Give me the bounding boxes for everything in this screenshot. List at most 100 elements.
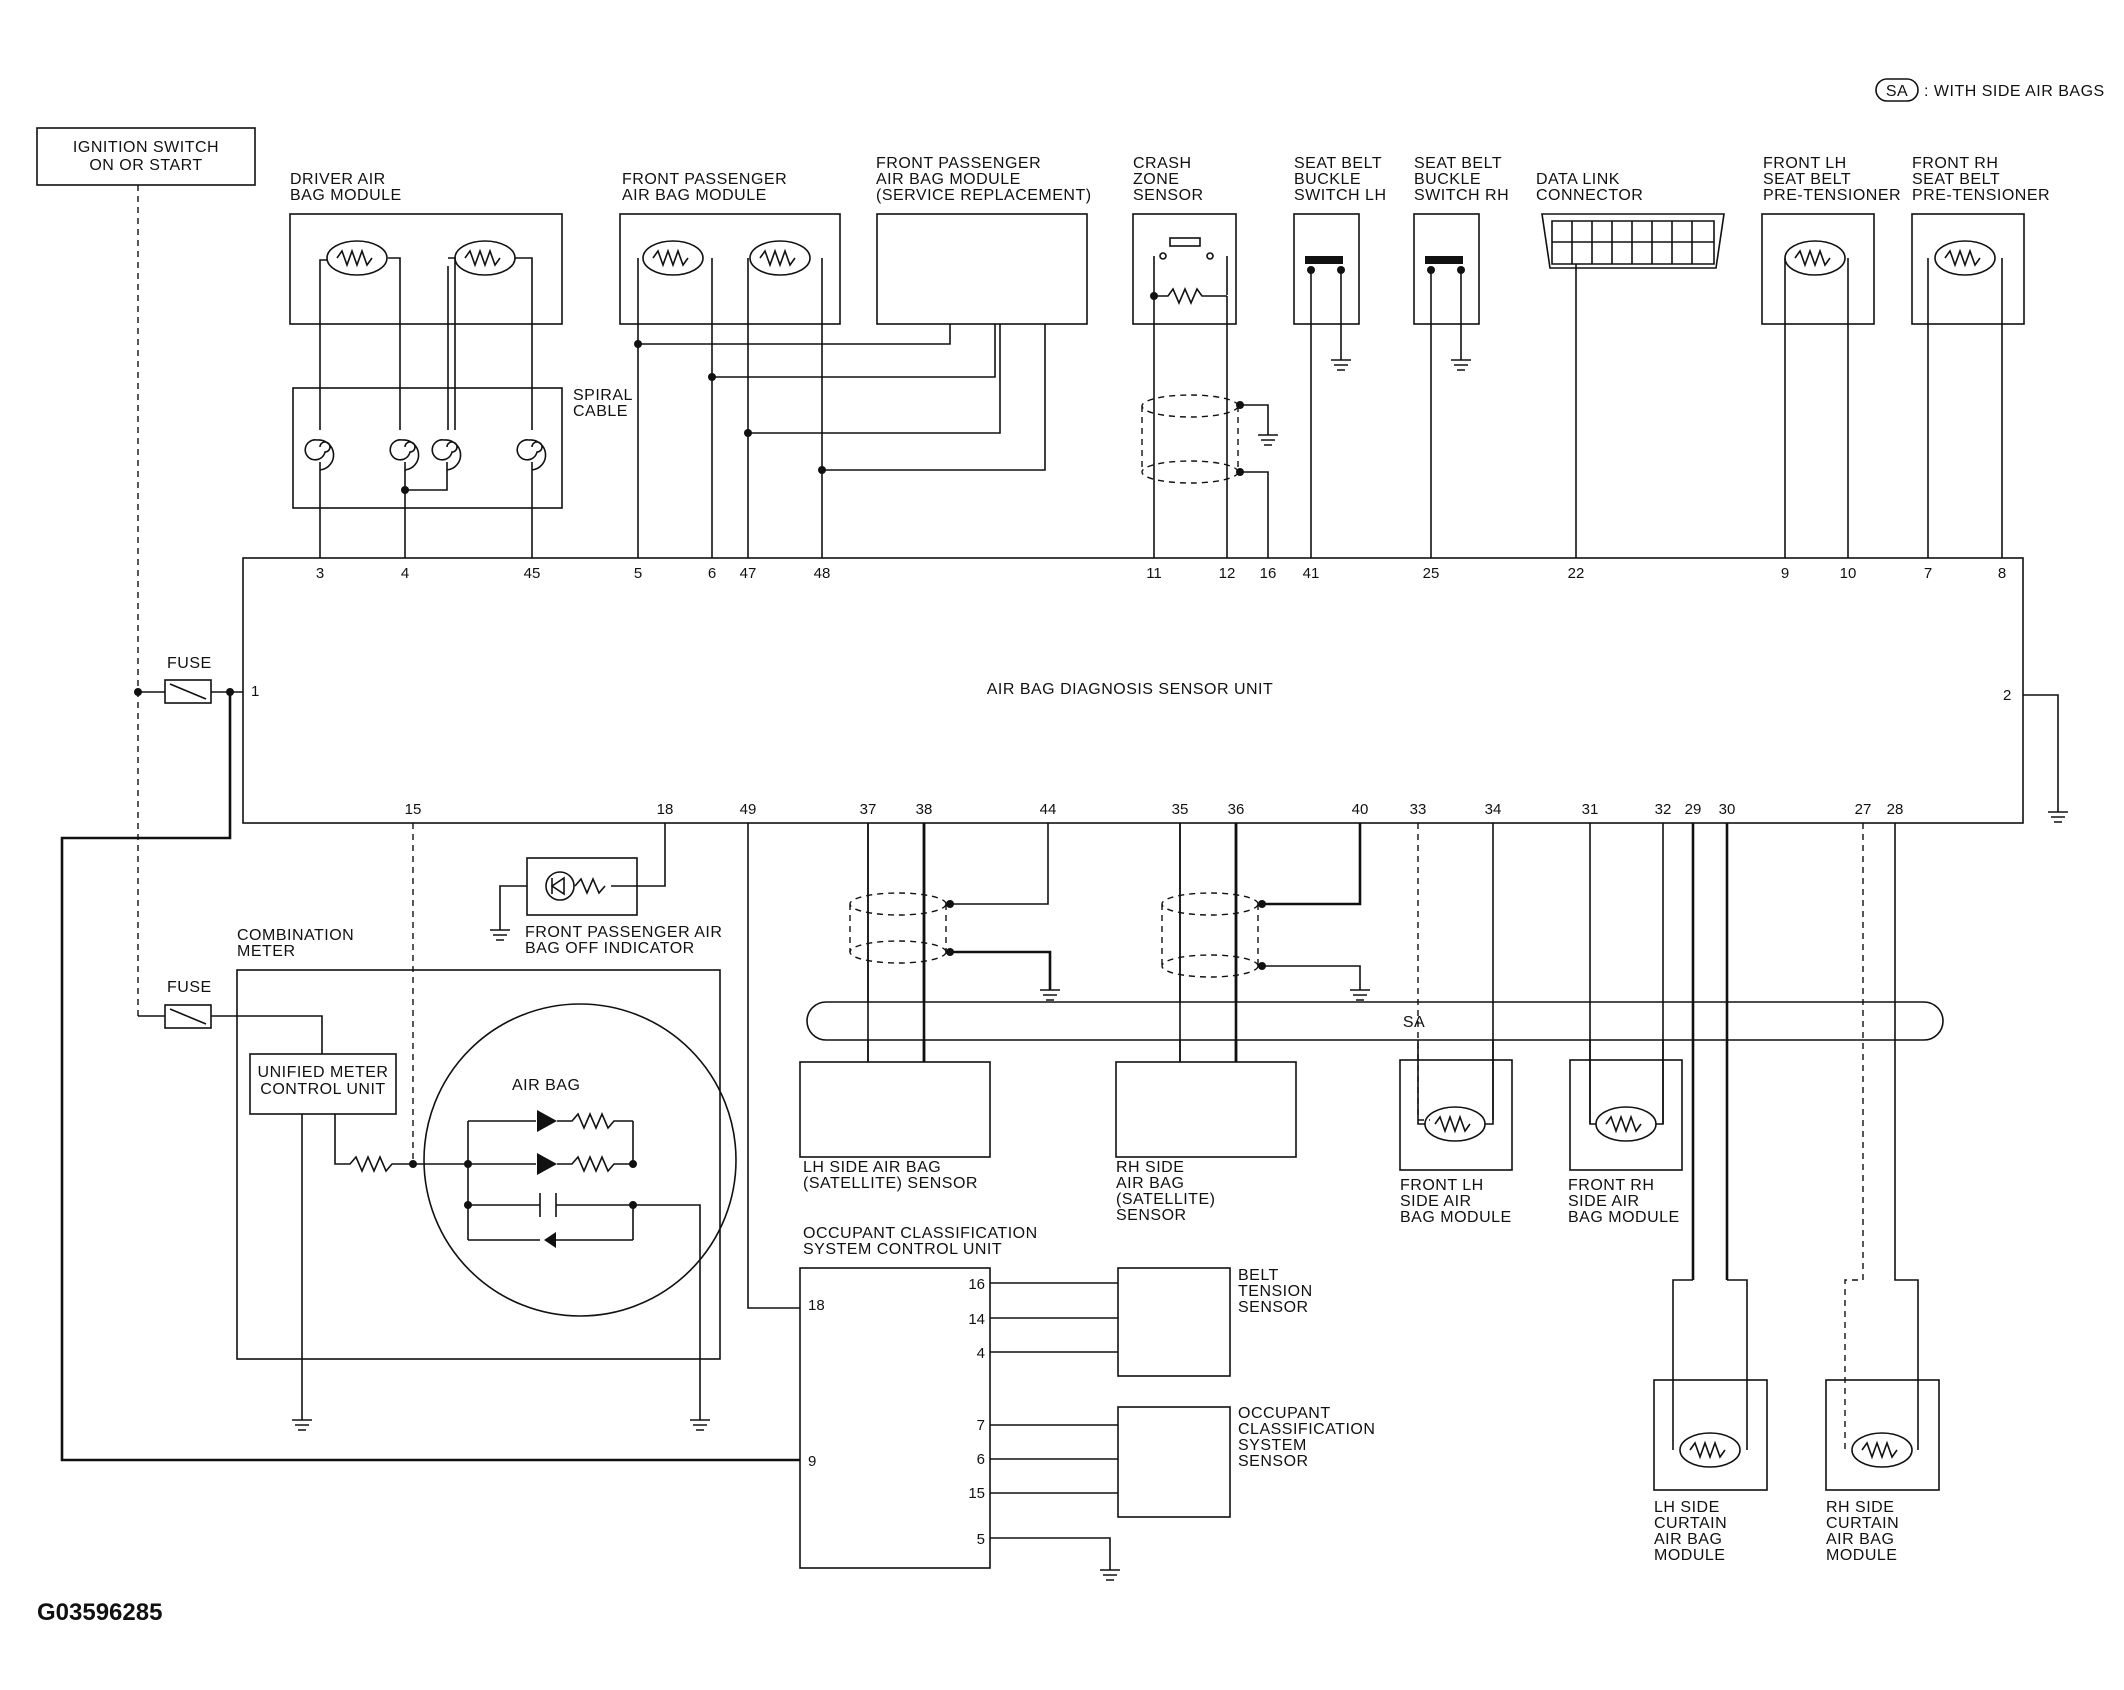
pin-label-15: 15 (405, 801, 422, 818)
wire-pin-33 (1417, 823, 1430, 1121)
ground-icon (2048, 811, 2068, 823)
diode-icon (537, 1153, 557, 1175)
squib-icon (1934, 240, 1996, 276)
ground-icon (1451, 359, 1471, 371)
belt-tension-label-2: TENSION (1238, 1283, 1313, 1300)
front-lh-side-air-bag-module: FRONT LH SIDE AIR BAG MODULE (1399, 1059, 1513, 1226)
pin-label-28: 28 (1887, 801, 1904, 818)
sensor-unit-label: AIR BAG DIAGNOSIS SENSOR UNIT (987, 681, 1274, 698)
wire (60, 692, 800, 1462)
blh-label-1: SEAT BELT (1294, 155, 1382, 172)
ocs-sensor-label-1: OCCUPANT (1238, 1405, 1331, 1422)
brh-label-2: BUCKLE (1414, 171, 1481, 188)
capacitor-icon (539, 1193, 557, 1217)
figure-id: G03596285 (37, 1599, 162, 1626)
lh-sat-label-1: LH SIDE AIR BAG (803, 1159, 941, 1176)
rh-curtain-label-4: MODULE (1826, 1547, 1897, 1564)
pin-label-2: 2 (2003, 687, 2011, 704)
ocs-sensor-label-2: CLASSIFICATION (1238, 1421, 1375, 1438)
ocs-pin-4: 4 (977, 1345, 985, 1362)
unified-meter-control-unit: UNIFIED METER CONTROL UNIT (249, 1053, 397, 1115)
pin-label-10: 10 (1840, 565, 1857, 582)
ocs-sensor-label-3: SYSTEM (1238, 1437, 1307, 1454)
wire (748, 324, 1001, 434)
ground-icon (1100, 1569, 1120, 1581)
wire-pin-49 (747, 823, 800, 1309)
shield-icon (1161, 892, 1259, 978)
driver-label-1: DRIVER AIR (290, 171, 386, 188)
ground-icon (490, 929, 510, 941)
ocs-pin-7: 7 (977, 1417, 985, 1434)
wire (388, 257, 401, 430)
legend-badge: SA (1886, 83, 1908, 100)
ptrh-label-3: PRE-TENSIONER (1912, 187, 2050, 204)
front-passenger-air-bag-module: FRONT PASSENGER AIR BAG MODULE (619, 171, 841, 325)
fp-label-2: AIR BAG MODULE (622, 187, 767, 204)
rh-side-air-bag-satellite-sensor: RH SIDE AIR BAG (SATELLITE) SENSOR (1115, 1061, 1297, 1224)
ocs-pin-5: 5 (977, 1531, 985, 1548)
dlc-label-2: CONNECTOR (1536, 187, 1643, 204)
pin-label-12: 12 (1219, 565, 1236, 582)
wire (822, 324, 1046, 471)
ptrh-label-1: FRONT RH (1912, 155, 1998, 172)
air-bag-warning-lamp: AIR BAG (423, 1003, 737, 1317)
combination-meter: COMBINATION METER UNIFIED METER CONTROL … (236, 927, 737, 1360)
umcu-label-1: UNIFIED METER (258, 1064, 389, 1081)
wire (990, 1282, 1118, 1353)
pin-label-4: 4 (401, 565, 409, 582)
wire (990, 1424, 1118, 1494)
wire (319, 259, 327, 430)
wire-pin-16 (1240, 471, 1269, 558)
ocs-cu-label-2: SYSTEM CONTROL UNIT (803, 1241, 1002, 1258)
pin-label-9: 9 (1781, 565, 1789, 582)
blh-label-3: SWITCH LH (1294, 187, 1387, 204)
driver-label-2: BAG MODULE (290, 187, 402, 204)
frh-side-label-2: SIDE AIR (1568, 1193, 1640, 1210)
crash-zone-sensor: CRASH ZONE SENSOR (1132, 155, 1237, 325)
lh-curtain-label-4: MODULE (1654, 1547, 1725, 1564)
pin-label-40: 40 (1352, 801, 1369, 818)
pin-label-11: 11 (1146, 565, 1162, 582)
fp-label-1: FRONT PASSENGER (622, 171, 787, 188)
ocs-pin-14: 14 (968, 1311, 985, 1328)
ptrh-label-2: SEAT BELT (1912, 171, 2000, 188)
pin-label-27: 27 (1855, 801, 1872, 818)
ocs-pin-18: 18 (808, 1297, 825, 1314)
rh-sat-label-4: SENSOR (1116, 1207, 1187, 1224)
brh-label-3: SWITCH RH (1414, 187, 1509, 204)
pin-label-7: 7 (1924, 565, 1932, 582)
combo-label-2: METER (237, 943, 296, 960)
pin-label-44: 44 (1040, 801, 1057, 818)
blh-label-2: BUCKLE (1294, 171, 1361, 188)
occupant-classification-system-control-unit: OCCUPANT CLASSIFICATION SYSTEM CONTROL U… (799, 1225, 1038, 1569)
wire (638, 324, 951, 345)
pin-label-34: 34 (1485, 801, 1502, 818)
diode-icon (537, 1110, 557, 1132)
ocs-cu-label-1: OCCUPANT CLASSIFICATION (803, 1225, 1038, 1242)
squib-icon (454, 240, 516, 276)
seat-belt-buckle-switch-lh: SEAT BELT BUCKLE SWITCH LH (1293, 155, 1387, 325)
front-rh-seat-belt-pre-tensioner: FRONT RH SEAT BELT PRE-TENSIONER (1911, 155, 2050, 325)
lh-curtain-label-2: CURTAIN (1654, 1515, 1727, 1532)
front-passenger-air-bag-module-service: FRONT PASSENGER AIR BAG MODULE (SERVICE … (876, 155, 1091, 325)
crash-label-3: SENSOR (1133, 187, 1204, 204)
spiral-label-1: SPIRAL (573, 387, 633, 404)
shield-icon (849, 892, 947, 964)
brh-label-1: SEAT BELT (1414, 155, 1502, 172)
wire-pin-27 (1844, 823, 1864, 1450)
flh-side-label-2: SIDE AIR (1400, 1193, 1472, 1210)
pin-label-31: 31 (1582, 801, 1599, 818)
airbag-lamp-label: AIR BAG (512, 1077, 580, 1094)
lh-side-curtain-air-bag-module: LH SIDE CURTAIN AIR BAG MODULE (1653, 1379, 1768, 1564)
frh-side-label-1: FRONT RH (1568, 1177, 1654, 1194)
ground-icon (690, 1419, 710, 1431)
pin-label-8: 8 (1998, 565, 2006, 582)
ground-icon (1258, 434, 1278, 446)
pin-label-18: 18 (657, 801, 674, 818)
pin-label-1: 1 (251, 683, 259, 700)
pin-label-22: 22 (1568, 565, 1585, 582)
squib-icon (642, 240, 704, 276)
wire-pin-18 (611, 823, 666, 887)
